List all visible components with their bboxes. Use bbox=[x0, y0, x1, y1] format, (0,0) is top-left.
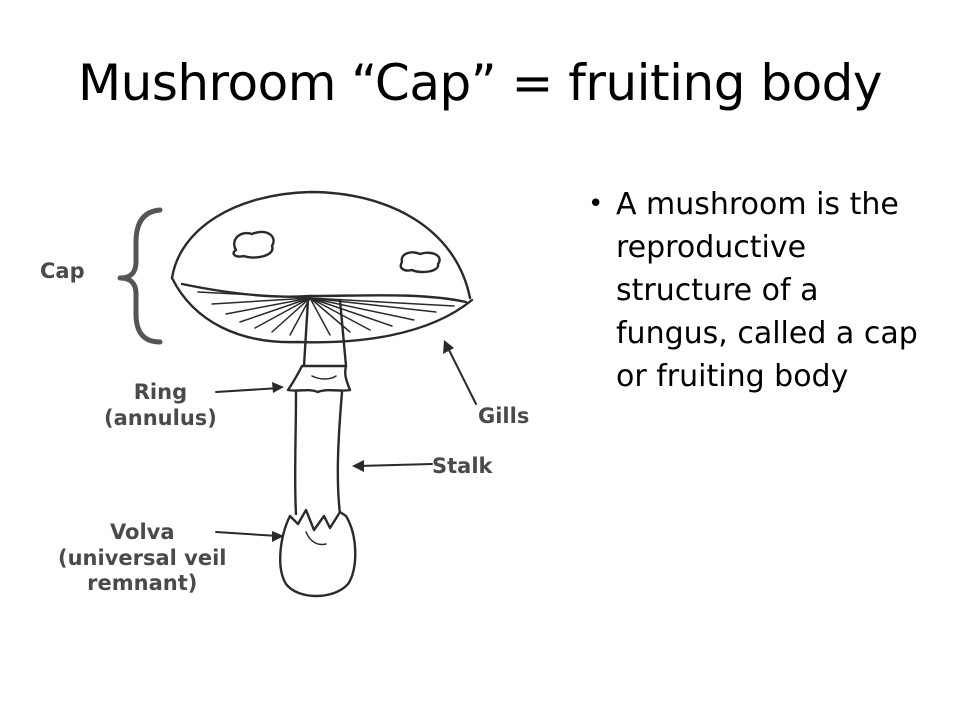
label-stalk: Stalk bbox=[432, 454, 493, 478]
label-volva-line3: remnant) bbox=[87, 571, 198, 596]
bullet-text: A mushroom is the reproductive structure… bbox=[616, 187, 918, 394]
label-ring: Ring (annulus) bbox=[104, 380, 217, 431]
cap-dome bbox=[170, 190, 472, 300]
stalk-lower bbox=[293, 390, 344, 516]
mushroom-diagram: Cap Ring (annulus) Gills Stalk Volva (un… bbox=[40, 180, 560, 620]
label-cap: Cap bbox=[40, 259, 85, 283]
ring-arrow bbox=[215, 387, 281, 393]
arrows bbox=[215, 347, 477, 537]
bullet-icon: • bbox=[588, 189, 604, 219]
label-volva-line1: Volva bbox=[109, 520, 175, 544]
cap-brace bbox=[117, 207, 163, 345]
label-volva: Volva (universal veil remnant) bbox=[58, 520, 227, 597]
cap-rim bbox=[170, 276, 474, 344]
volva-arrow bbox=[215, 531, 279, 537]
mushroom-drawing bbox=[117, 190, 477, 598]
cap-spot-left bbox=[232, 230, 275, 259]
label-volva-line2: (universal veil bbox=[58, 545, 227, 570]
slide-title: Mushroom “Cap” = fruiting body bbox=[77, 54, 883, 112]
cap-spot-right bbox=[399, 251, 441, 274]
volva bbox=[279, 508, 357, 598]
stalk-arrow bbox=[357, 463, 433, 467]
stalk-upper bbox=[302, 298, 348, 368]
bullet-item: • A mushroom is the reproductive structu… bbox=[586, 183, 926, 398]
label-ring-line2: (annulus) bbox=[104, 405, 217, 430]
label-ring-line1: Ring bbox=[133, 380, 188, 404]
bullet-list: • A mushroom is the reproductive structu… bbox=[586, 183, 926, 398]
label-gills: Gills bbox=[478, 404, 530, 428]
gills-arrow bbox=[447, 347, 477, 405]
